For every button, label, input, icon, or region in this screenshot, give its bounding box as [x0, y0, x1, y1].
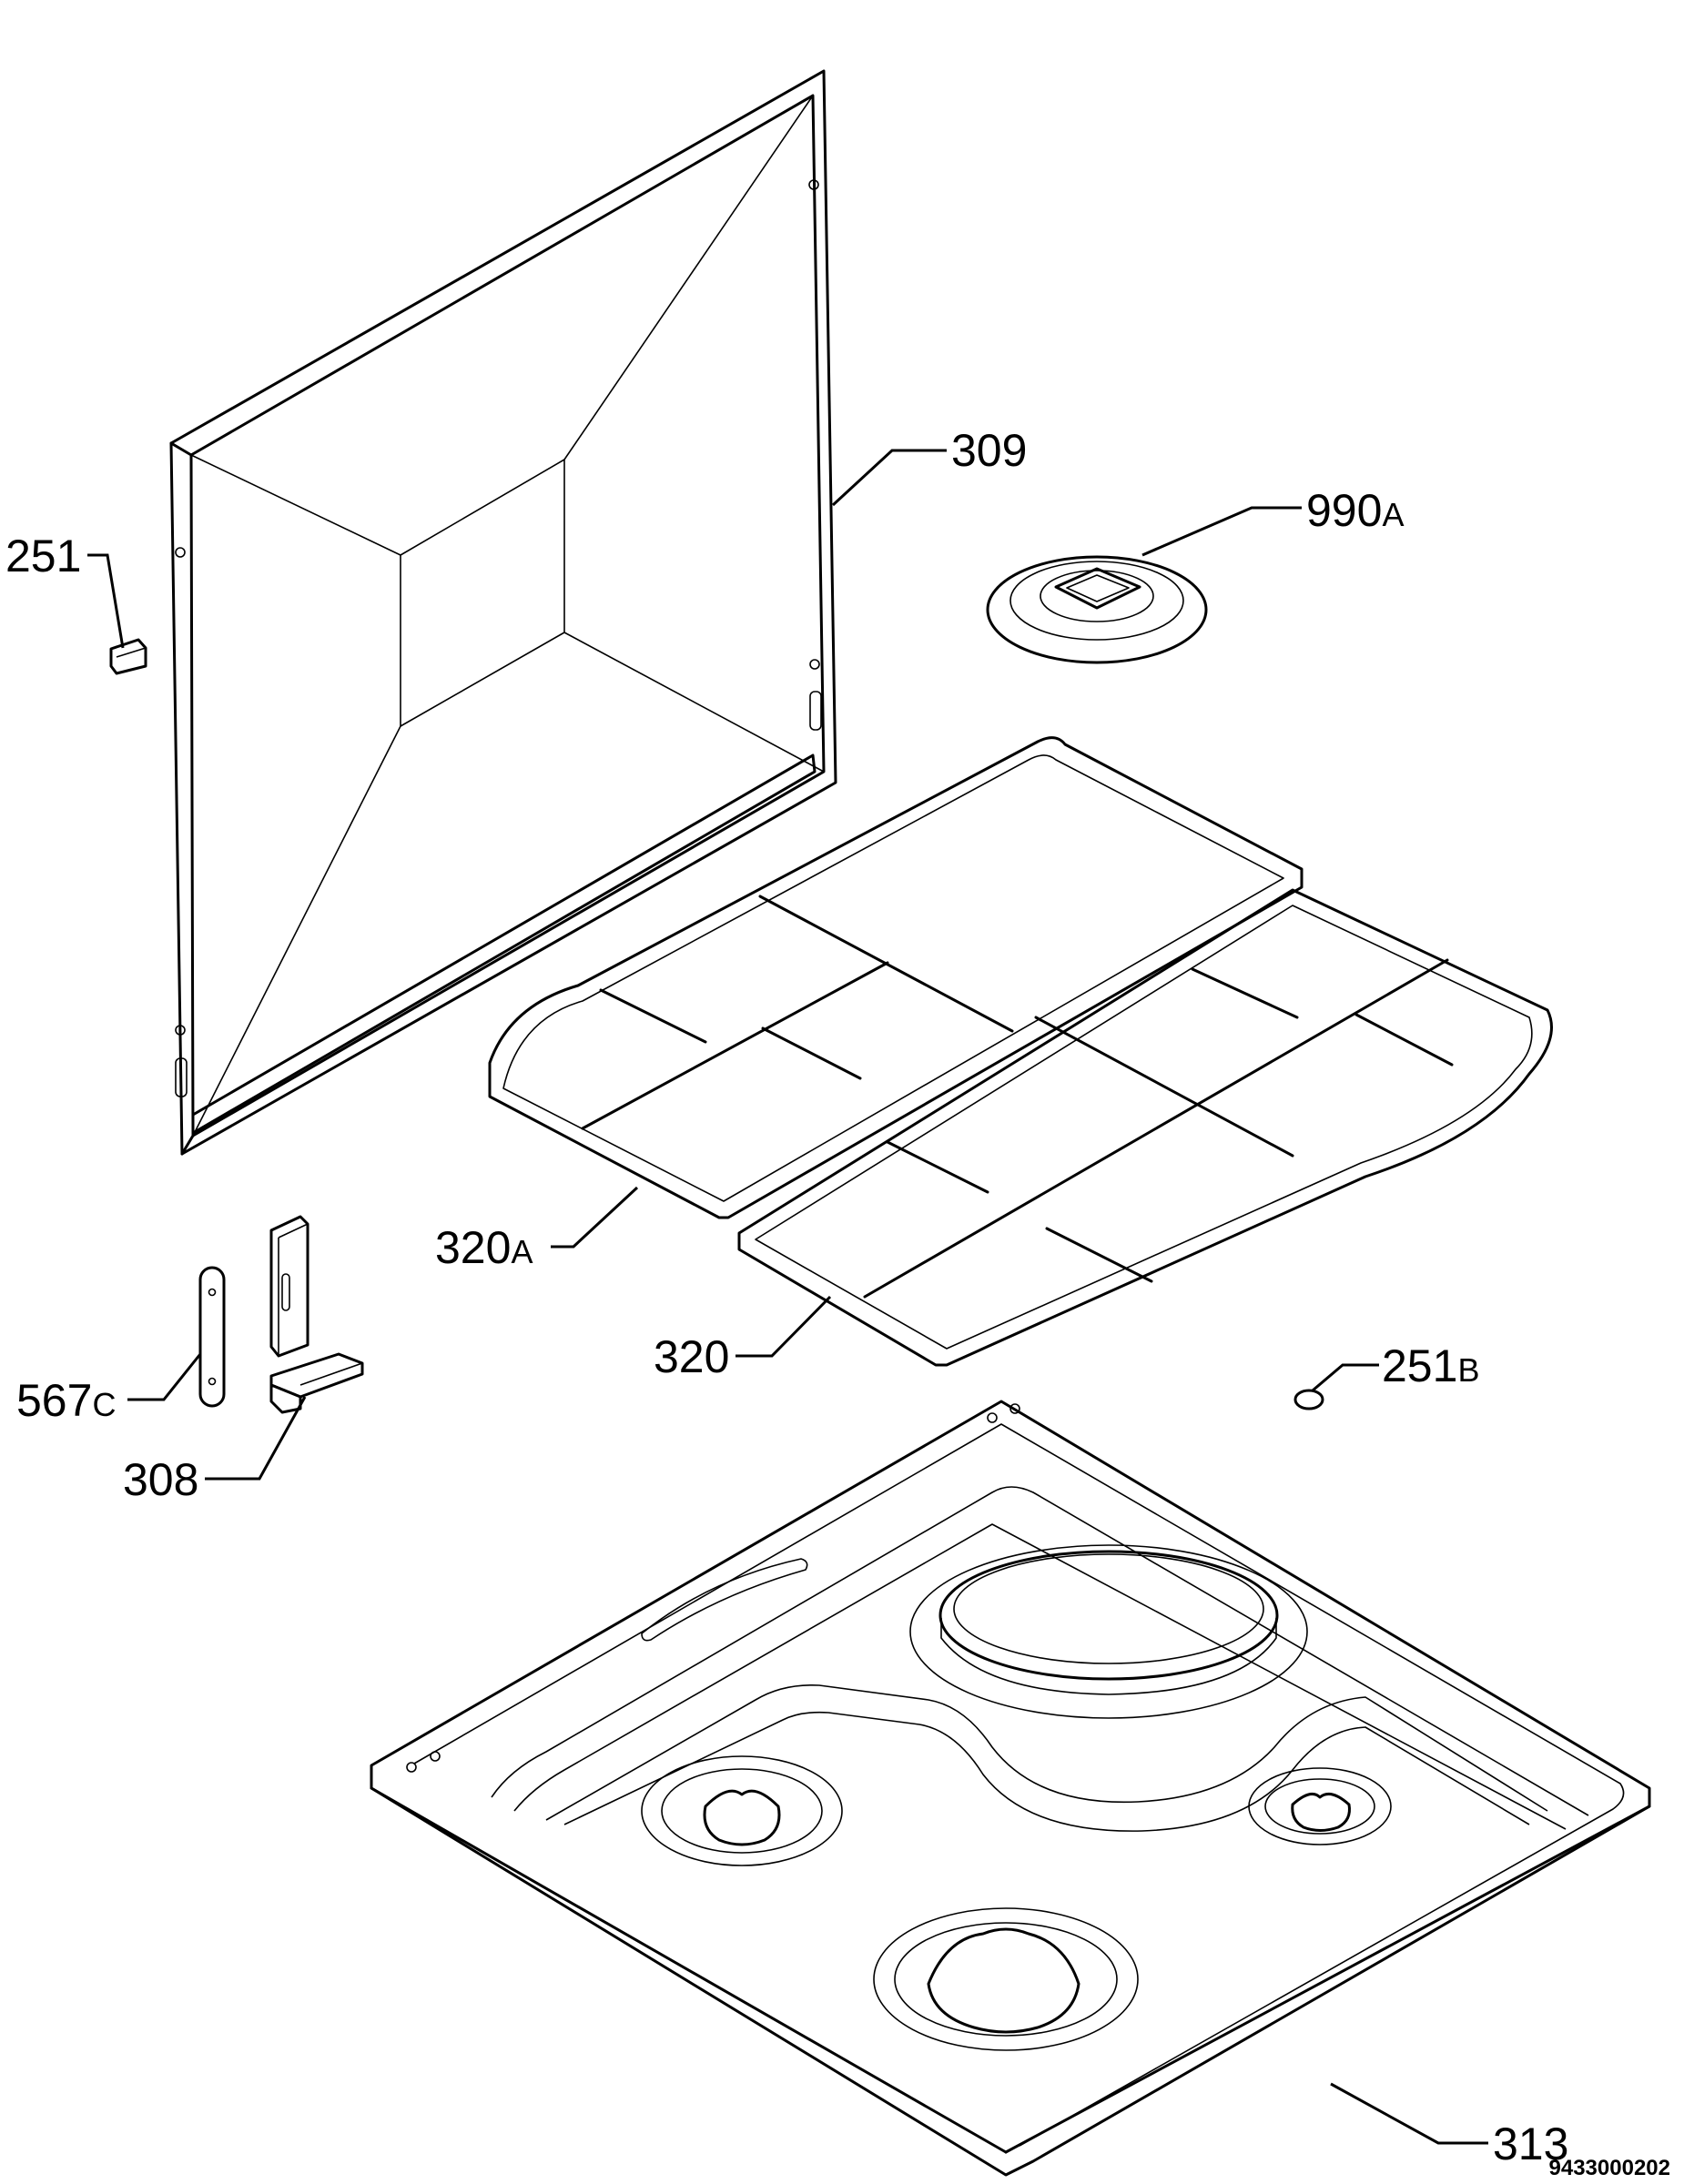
callout-251b: 251B — [1382, 1340, 1479, 1391]
leader-309 — [831, 449, 947, 507]
part-313-hob-top — [370, 1400, 1651, 2177]
leader-251b — [1312, 1363, 1379, 1392]
part-251-clip — [109, 638, 147, 675]
part-320-pan-support-right — [737, 888, 1553, 1367]
callout-309: 309 — [951, 425, 1027, 476]
leader-567c — [127, 1353, 202, 1401]
callout-990a: 990A — [1306, 485, 1404, 536]
part-990a-burner-cap — [986, 555, 1208, 664]
leader-313 — [1330, 2082, 1488, 2145]
leader-990a — [1141, 506, 1302, 557]
leader-lines — [87, 449, 1488, 2145]
callout-251: 251 — [5, 531, 81, 581]
callout-308: 308 — [123, 1454, 198, 1505]
part-309-lid-panel — [169, 69, 837, 1156]
leader-320 — [735, 1295, 832, 1358]
leader-308 — [205, 1396, 307, 1481]
part-320a-pan-support-left — [488, 736, 1304, 1219]
document-id: 9433000202 — [1549, 2156, 1670, 2180]
leader-320a — [551, 1186, 639, 1249]
leader-251 — [87, 553, 125, 649]
callout-313: 313 — [1493, 2118, 1568, 2169]
callout-labels: 309 990A 251 320A 320 251B 567C 308 313 — [5, 425, 1568, 2169]
callout-320: 320 — [654, 1331, 729, 1382]
callout-320a: 320A — [435, 1222, 533, 1273]
part-251b-stud — [1293, 1389, 1324, 1410]
callout-567c: 567C — [16, 1375, 116, 1426]
part-308-hinge — [269, 1215, 364, 1414]
part-567c-plate — [198, 1266, 226, 1408]
